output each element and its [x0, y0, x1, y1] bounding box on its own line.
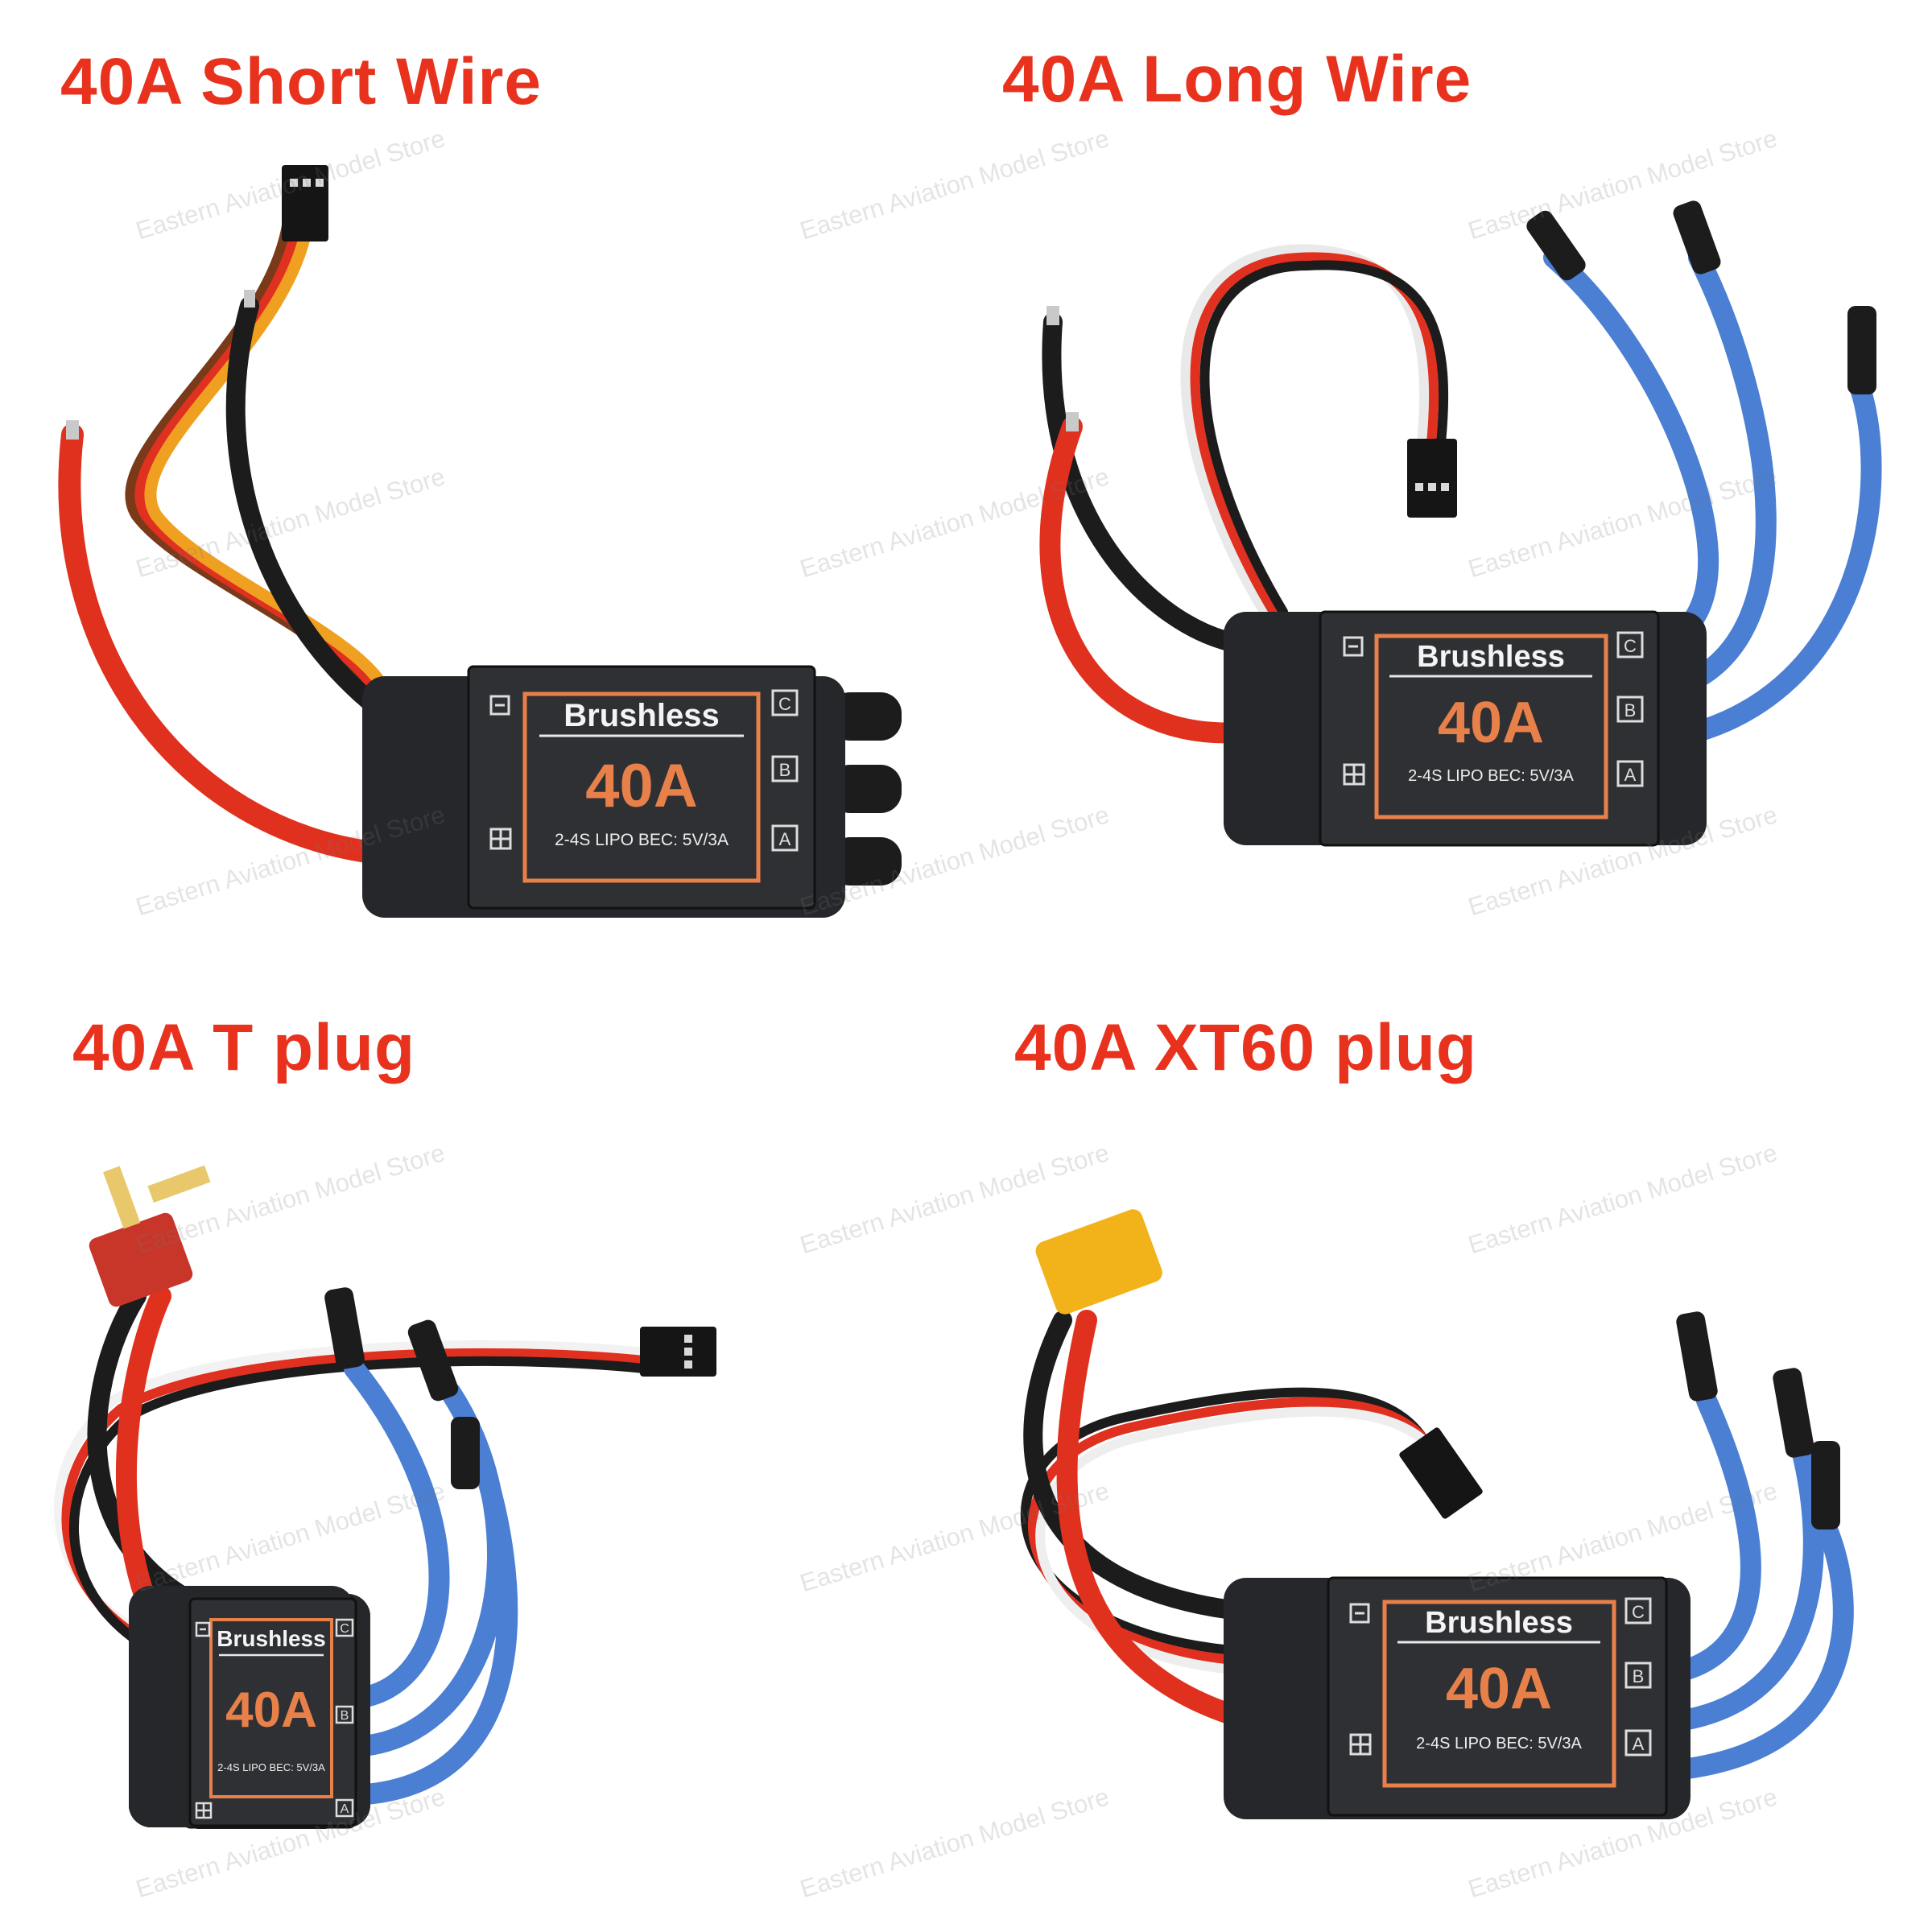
esc-brand-label: Brushless	[564, 698, 719, 733]
esc-spec-label: 2-4S LIPO BEC: 5V/3A	[555, 831, 729, 849]
esc-t-plug-panel: Brushless 40A 2-4S LIPO BEC: 5V/3A C B A	[129, 1594, 362, 1827]
esc-corner-a: A	[779, 829, 791, 849]
esc-brand-label: Brushless	[1417, 640, 1565, 674]
esc-rating-label: 40A	[1446, 1657, 1552, 1721]
esc-spec-label: 2-4S LIPO BEC: 5V/3A	[1408, 767, 1574, 785]
esc-corner-a: A	[1624, 765, 1637, 785]
esc-long-wire-photo: Brushless 40A 2-4S LIPO BEC: 5V/3A C B A	[1039, 200, 1882, 847]
esc-xt60-plug-photo: Brushless 40A 2-4S LIPO BEC: 5V/3A C B A	[1020, 1209, 1854, 1819]
panel-title-long-wire: 40A Long Wire	[1002, 43, 1472, 116]
esc-corner-a: A	[1633, 1734, 1645, 1754]
panel-xt60-plug: Brushless 40A 2-4S LIPO BEC: 5V/3A C B A…	[966, 966, 1932, 1932]
panel-long-wire: Brushless 40A 2-4S LIPO BEC: 5V/3A C B A…	[966, 0, 1932, 966]
esc-rating-label: 40A	[1438, 691, 1544, 755]
esc-corner-b: B	[1633, 1666, 1645, 1686]
esc-brand-label: Brushless	[217, 1626, 325, 1651]
panel-title-t-plug: 40A T plug	[72, 1011, 416, 1084]
esc-corner-b: B	[779, 760, 791, 780]
esc-corner-c: C	[1632, 1602, 1645, 1622]
esc-rating-label: 40A	[585, 752, 697, 820]
panel-title-xt60-plug: 40A XT60 plug	[1014, 1011, 1477, 1084]
panel-title-short-wire: 40A Short Wire	[60, 45, 543, 118]
esc-corner-b: B	[341, 1709, 349, 1723]
esc-spec-label: 2-4S LIPO BEC: 5V/3A	[1416, 1735, 1582, 1752]
esc-corner-a: A	[341, 1802, 349, 1816]
esc-brand-label: Brushless	[1425, 1606, 1573, 1640]
esc-corner-b: B	[1624, 700, 1637, 720]
panel-short-wire: Brushless 40A 2-4S LIPO BEC: 5V/3A C B A…	[0, 0, 966, 966]
esc-corner-c: C	[1624, 636, 1637, 656]
esc-short-wire-photo: Brushless 40A 2-4S LIPO BEC: 5V/3A C B A	[58, 165, 902, 918]
esc-spec-label: 2-4S LIPO BEC: 5V/3A	[217, 1761, 325, 1773]
esc-corner-c: C	[778, 694, 791, 714]
esc-corner-c: C	[340, 1622, 349, 1636]
esc-rating-label: 40A	[225, 1682, 317, 1738]
panel-t-plug: Brushless 40A 2-4S LIPO BEC: 5V/3A C B A…	[0, 966, 966, 1932]
